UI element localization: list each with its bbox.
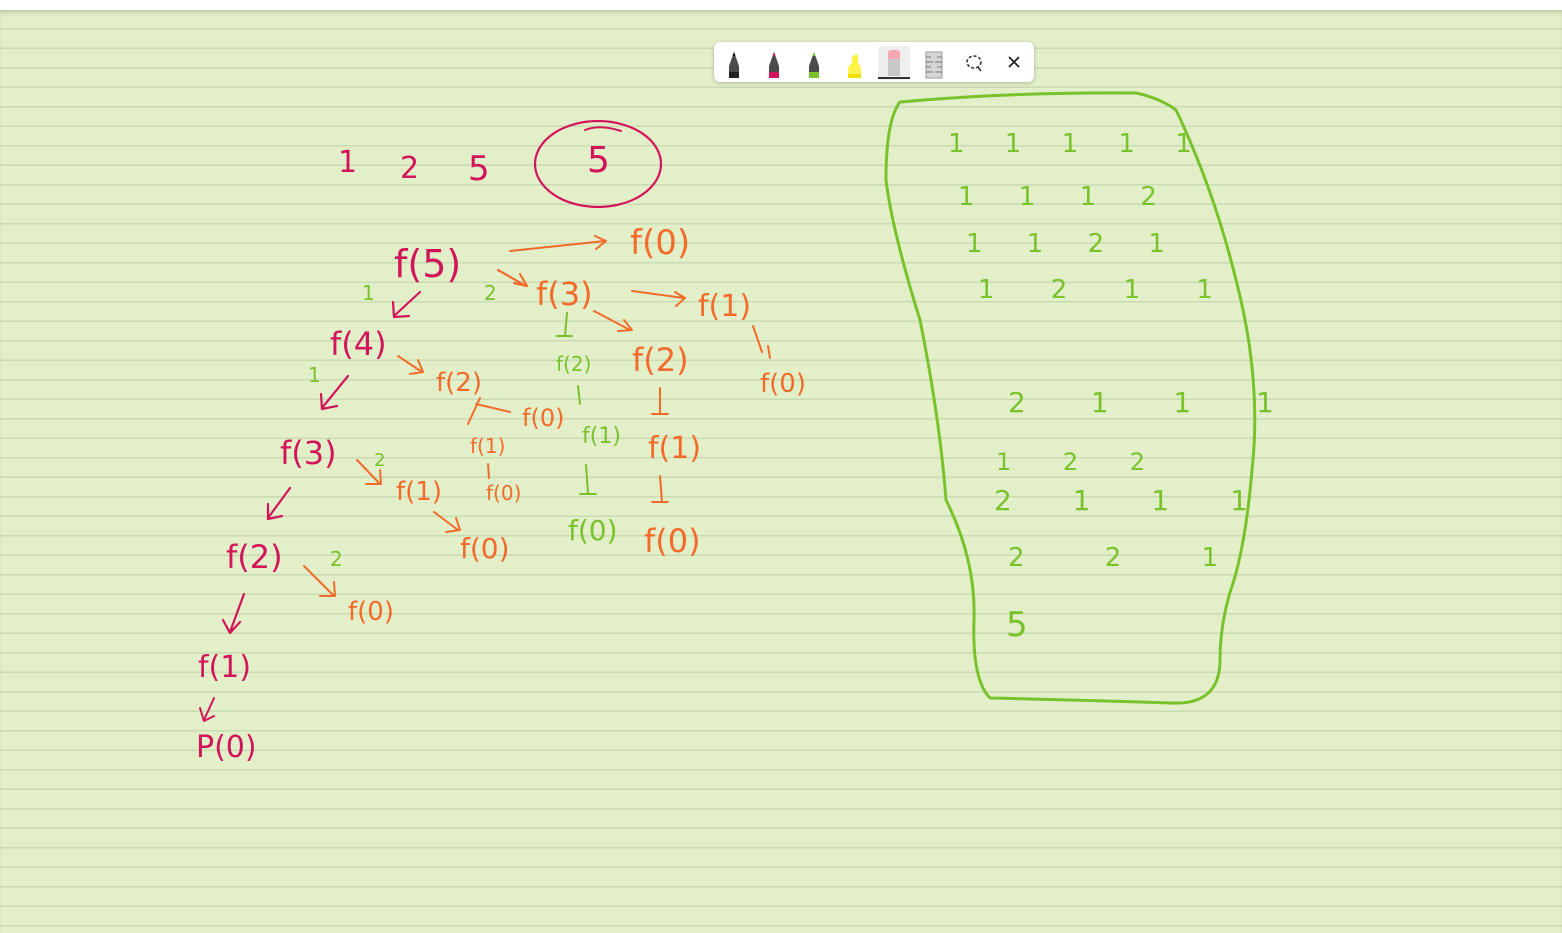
eraser-icon — [878, 50, 910, 79]
combo-3: 1 1 2 1 — [966, 229, 1183, 259]
lasso-button[interactable] — [958, 46, 990, 80]
combo-4: 1 2 1 1 — [978, 275, 1237, 305]
combo-7: 2 1 1 1 — [994, 484, 1274, 517]
node-f1-left: f(1) — [198, 650, 251, 685]
node-f4: f(4) — [330, 325, 387, 363]
node-f0-top: f(0) — [630, 223, 690, 263]
node-f2-orange-r: f(2) — [632, 341, 689, 379]
edge-label-2c: 2 — [330, 547, 343, 571]
node-f1-top: f(1) — [698, 289, 751, 324]
node-f0-right: f(0) — [760, 369, 806, 399]
edge-label-1b: 1 — [308, 363, 321, 387]
pink-pen-button[interactable] — [758, 46, 790, 80]
ruler-icon — [925, 51, 943, 79]
combo-5: 2 1 1 1 — [1008, 386, 1302, 419]
coins-row: 1 2 5 5 — [338, 119, 663, 209]
close-icon — [1008, 56, 1020, 68]
node-g-f2: f(2) — [556, 352, 591, 376]
coin-5: 5 — [468, 149, 490, 189]
black-pen-button[interactable] — [718, 46, 750, 80]
combo-9: 5 — [1006, 605, 1028, 645]
node-f0-left: P(0) — [196, 730, 257, 765]
node-f0-orange-r: f(0) — [644, 522, 701, 560]
combo-1: 1 1 1 1 1 — [948, 129, 1208, 159]
highlighter-yellow-icon — [848, 54, 861, 78]
pen-black-icon — [729, 52, 739, 78]
ink-toolbar — [714, 42, 1034, 82]
edge-label-2: 2 — [484, 281, 497, 305]
combinations-outline — [884, 91, 1257, 705]
eraser-button[interactable] — [878, 46, 910, 80]
combo-2: 1 1 1 2 — [958, 182, 1175, 212]
combo-6: 1 2 2 — [996, 448, 1167, 476]
node-g-f0: f(0) — [568, 514, 618, 547]
node-f0-orange-c: f(0) — [460, 532, 510, 565]
ruler-button[interactable] — [918, 46, 950, 80]
node-g-f1: f(1) — [582, 424, 621, 449]
pen-green-icon — [809, 52, 819, 78]
edge-label-2b: 2 — [374, 450, 385, 471]
node-f3-top: f(3) — [536, 275, 593, 313]
green-pen-button[interactable] — [798, 46, 830, 80]
combinations-box: 1 1 1 1 1 1 1 1 2 1 1 2 1 1 2 1 1 2 1 1 … — [884, 91, 1302, 705]
combo-8: 2 2 1 — [1008, 543, 1254, 573]
notebook-canvas[interactable] — [0, 10, 1562, 933]
lasso-icon — [966, 55, 982, 72]
node-f1-orange-a: f(1) — [470, 434, 505, 458]
highlighter-button[interactable] — [838, 46, 870, 80]
pen-pink-icon — [769, 52, 779, 78]
coin-2: 2 — [400, 151, 419, 186]
node-f1-orange-r: f(1) — [648, 431, 701, 466]
recursion-tree: f(5) f(0) 1 2 f(3) f(1) f(0) f(2) f(1) f… — [196, 223, 806, 765]
edge-label-1: 1 — [362, 281, 375, 305]
node-f0-orange-b: f(0) — [486, 481, 521, 505]
target-circle — [533, 119, 663, 209]
node-f1-orange-b: f(1) — [396, 477, 442, 507]
node-f2-mid: f(2) — [436, 368, 482, 398]
node-f5: f(5) — [394, 242, 461, 286]
node-f2-left: f(2) — [226, 538, 283, 576]
target-amount: 5 — [587, 140, 610, 181]
coin-1: 1 — [338, 145, 357, 180]
node-f0-orange-d: f(0) — [348, 597, 394, 627]
node-f0-orange-a: f(0) — [522, 404, 564, 432]
node-f3-left: f(3) — [280, 434, 337, 472]
close-button[interactable] — [998, 46, 1030, 80]
